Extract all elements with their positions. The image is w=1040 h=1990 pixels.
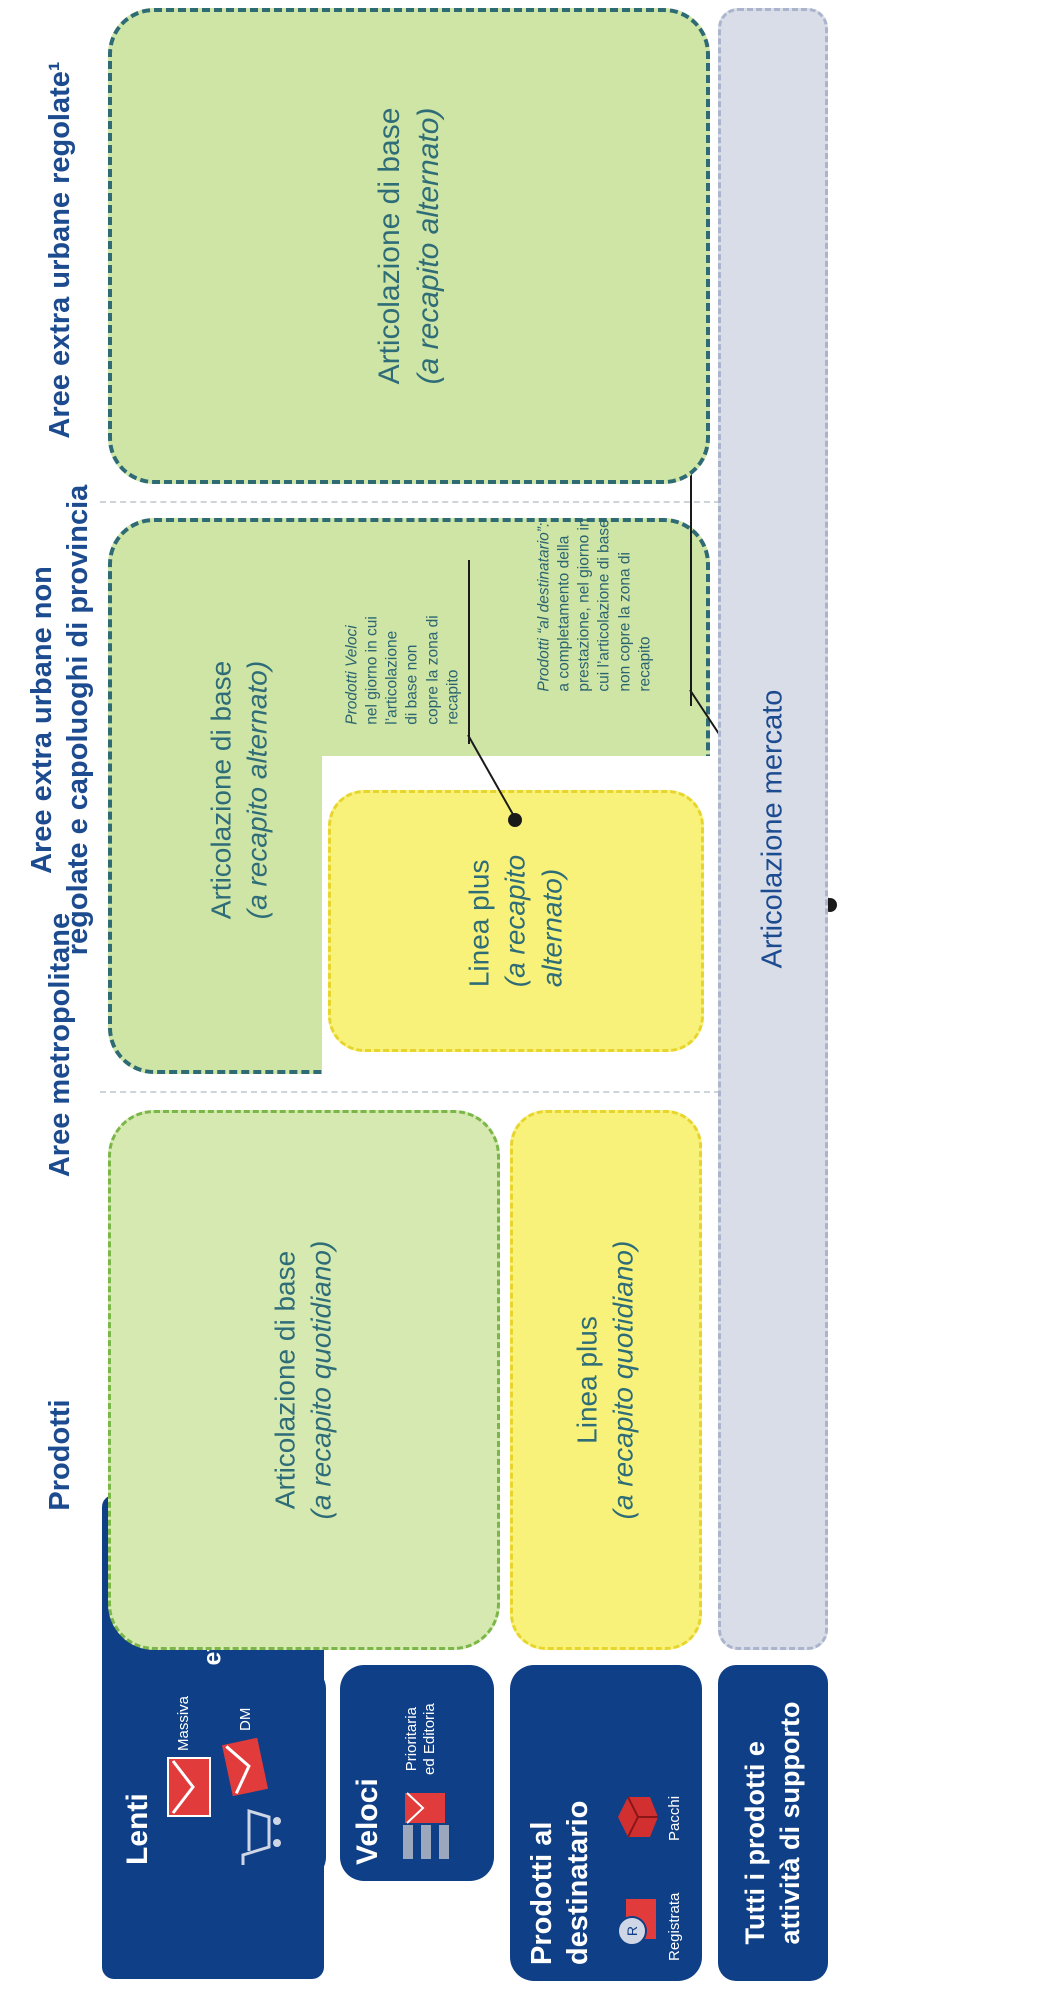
tutti-line1: Tutti i prodotti e <box>739 1741 770 1945</box>
destinatario-title: Prodotti al destinatario <box>526 1800 595 1965</box>
veloci-title: Veloci <box>351 1778 384 1865</box>
nonreg-base-sub: (a recapito alternato) <box>242 660 273 920</box>
svg-text:R: R <box>624 1926 640 1936</box>
dm-envelope-icon <box>221 1737 269 1797</box>
note-prodotti-destinatario: Prodotti “al destinatario”: a completame… <box>535 518 654 692</box>
package-icon <box>612 1791 665 1843</box>
regolate-articolazione-base: Articolazione di base (a recapito altern… <box>108 8 710 484</box>
metro-base-title: Articolazione di base <box>269 1250 301 1510</box>
note-prodotti-veloci: Prodotti Veloci nel giorno in cui l’arti… <box>343 615 462 725</box>
non-regolate-base-label: Articolazione di base (a recapito altern… <box>190 640 290 940</box>
reg-base-title: Articolazione di base <box>373 107 406 385</box>
stacked-mail-icon <box>399 1789 460 1859</box>
header-aree-extra-regolate: Aree extra urbane regolate¹ <box>43 61 76 439</box>
lenti-title: Lenti <box>121 1793 154 1865</box>
dm-label: DM <box>237 1707 254 1731</box>
note-destinatario-underline <box>690 470 692 706</box>
envelope-icon <box>167 1757 211 1817</box>
massiva-label: Massiva <box>175 1695 192 1751</box>
shopping-cart-icon <box>237 1807 288 1867</box>
tutti-line2: attività di supporto <box>775 1701 805 1945</box>
metro-plus-sub: (a recapito quotidiano) <box>608 1240 639 1520</box>
prioritaria-label: Prioritaria ed Editoria <box>403 1703 438 1775</box>
articolazione-mercato-bar: Articolazione mercato <box>718 8 828 1650</box>
header-non-regolate-line2: regolate e capoluoghi di provincia <box>62 484 94 956</box>
header-prodotti: Prodotti <box>43 1399 76 1511</box>
registrata-label: Registrata <box>666 1892 683 1961</box>
nonreg-base-title: Articolazione di base <box>205 660 237 920</box>
lenti-card: Lenti Massiva DM <box>108 1665 326 1881</box>
non-regolate-linea-plus: Linea plus (a recapito alternato) <box>328 790 704 1052</box>
metro-base-sub: (a recapito quotidiano) <box>306 1240 337 1520</box>
reg-base-sub: (a recapito alternato) <box>412 107 445 385</box>
veloci-card: Veloci Prioritaria ed Editoria <box>340 1665 494 1881</box>
nonreg-plus-sub-2: alternato) <box>536 868 568 988</box>
column-separator-1 <box>100 1091 720 1093</box>
note-veloci-underline <box>468 560 470 744</box>
nonreg-plus-title: Linea plus <box>463 859 495 988</box>
header-non-regolate-line1: Aree extra urbane non <box>25 566 58 874</box>
pacchi-label: Pacchi <box>666 1795 683 1841</box>
metropolitane-articolazione-base: Articolazione di base (a recapito quotid… <box>108 1110 500 1650</box>
registered-mail-icon: R <box>616 1897 665 1947</box>
nonreg-plus-sub-1: (a recapito <box>499 854 531 988</box>
mercato-label: Articolazione mercato <box>756 689 789 969</box>
metro-plus-title: Linea plus <box>571 1316 603 1444</box>
prodotti-destinatario-card: Prodotti al destinatario R Registrata Pa… <box>510 1665 702 1981</box>
metropolitane-linea-plus: Linea plus (a recapito quotidiano) <box>510 1110 702 1650</box>
header-aree-extra-non-regolate: Aree extra urbane non regolate e capoluo… <box>0 400 120 1040</box>
tutti-prodotti-card: Tutti i prodotti e attività di supporto <box>718 1665 828 1981</box>
column-separator-2 <box>100 501 720 503</box>
